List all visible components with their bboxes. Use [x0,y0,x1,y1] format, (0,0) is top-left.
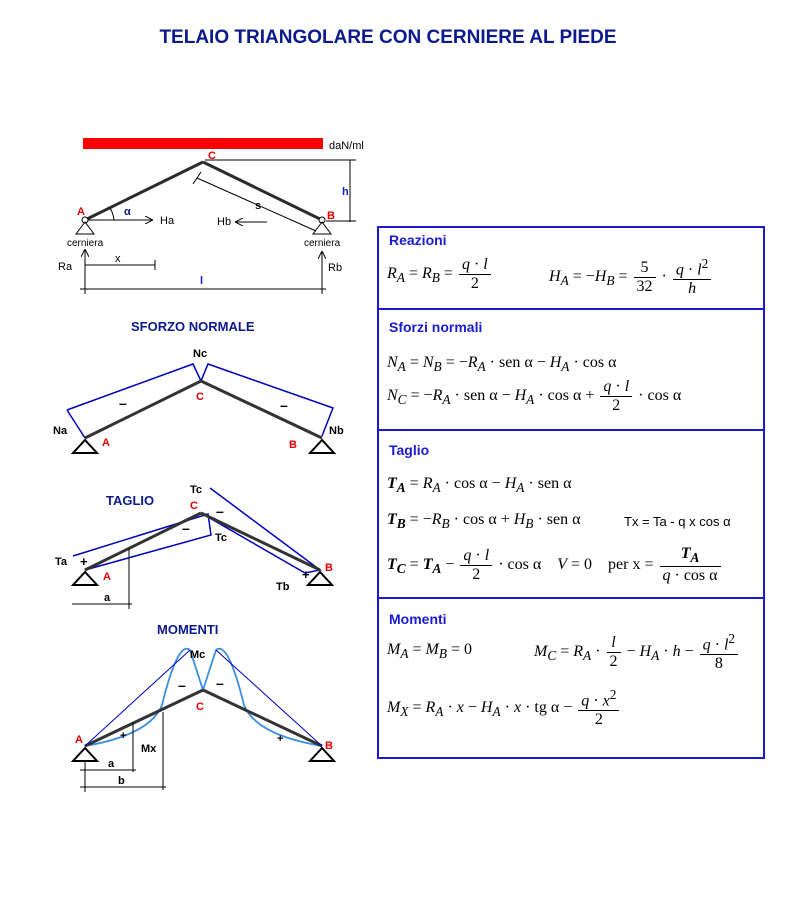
moment-pt-b: B [325,740,333,752]
shear-diagram: TAGLIO Tc Tc Ta Tb A B C + + – – a [55,484,335,609]
tc-top-label: Tc [190,484,202,496]
mx-label: Mx [141,743,157,755]
sforzi-title: Sforzi normali [389,319,483,335]
section-taglio: Taglio TA = RA · cos α − HA · sen α TB =… [379,429,763,599]
ha-label: Ha [160,215,175,227]
nb-label: Nb [329,425,344,437]
l-label: l [200,275,203,287]
hb-label: Hb [217,216,231,228]
page-title: TELAIO TRIANGOLARE CON CERNIERE AL PIEDE [159,27,617,48]
nc-label: Nc [193,348,207,360]
member-cb [202,160,323,222]
s-label: s [255,200,261,212]
point-b-label: B [327,210,335,222]
hinge-left-label: cerniera [67,238,104,249]
shear-pt-b: B [325,562,333,574]
moment-title: MOMENTI [157,622,218,637]
normal-title: SFORZO NORMALE [131,319,255,334]
shear-minus-top: – [216,503,224,519]
moment-minus-left: – [178,677,186,693]
moment-b-label: b [118,775,125,787]
tb-label: Tb [276,581,290,593]
load-unit-label: daN/ml [329,140,364,152]
eq-shear-ta: TA = RA · cos α − HA · sen α [387,475,572,496]
moment-minus-right: – [216,675,224,691]
na-label: Na [53,425,68,437]
ta-label: Ta [55,556,68,568]
distributed-load-bar [83,138,323,149]
momenti-title: Momenti [389,611,447,627]
shear-pt-c: C [190,500,198,512]
member-ac [84,160,204,222]
moment-plus-right: + [277,733,283,745]
shear-a-label: a [104,592,111,604]
point-a-label: A [77,206,85,218]
shear-plus-right: + [302,567,310,582]
eq-shear-tb: TB = −RB · cos α + HB · sen α [387,511,581,532]
normal-pt-b: B [289,439,297,451]
h-label: h [342,186,349,198]
moment-a-label: a [108,758,115,770]
moment-pt-c: C [196,701,204,713]
mc-label: Mc [190,649,205,661]
tc-bottom-label: Tc [215,532,227,544]
section-sforzi: Sforzi normali NA = NB = −RA · sen α − H… [379,308,763,431]
moment-pt-a: A [75,734,83,746]
normal-minus-left: – [119,395,127,411]
eq-normal-na: NA = NB = −RA · sen α − HA · cos α [387,354,617,375]
alpha-arc [109,207,115,221]
eq-shear-tx: Tx = Ta - q x cos α [624,514,731,529]
per-x-label: per x = [608,555,654,573]
normal-force-diagram: SFORZO NORMALE Nc Na Nb A B C – – [53,319,344,454]
eq-moment-ma: MA = MB = 0 [387,641,473,662]
rb-label: Rb [328,262,342,274]
normal-pt-c: C [196,391,204,403]
moment-plus-left: + [120,730,126,742]
taglio-title: Taglio [389,442,430,458]
shear-plus-left: + [80,554,88,569]
shear-pt-a: A [103,571,111,583]
hinge-right-label: cerniera [304,238,341,249]
support-b [312,221,332,235]
shear-title: TAGLIO [106,493,154,508]
normal-minus-right: – [280,397,288,413]
frame-scheme: daN/ml A B C α Ha Hb cerniera cerniera R… [58,138,364,294]
s-dimension [196,177,317,232]
ra-label: Ra [58,261,73,273]
reazioni-title: Reazioni [389,232,447,248]
normal-pt-a: A [102,437,110,449]
moment-diagram: MOMENTI Mc Mx A B C – – + + a b [70,622,337,792]
x-label: x [115,253,121,265]
alpha-label: α [124,206,131,218]
shear-minus-mid: – [182,520,190,536]
support-a [75,221,95,235]
point-c-label: C [208,150,216,162]
hinge-b [318,216,326,224]
